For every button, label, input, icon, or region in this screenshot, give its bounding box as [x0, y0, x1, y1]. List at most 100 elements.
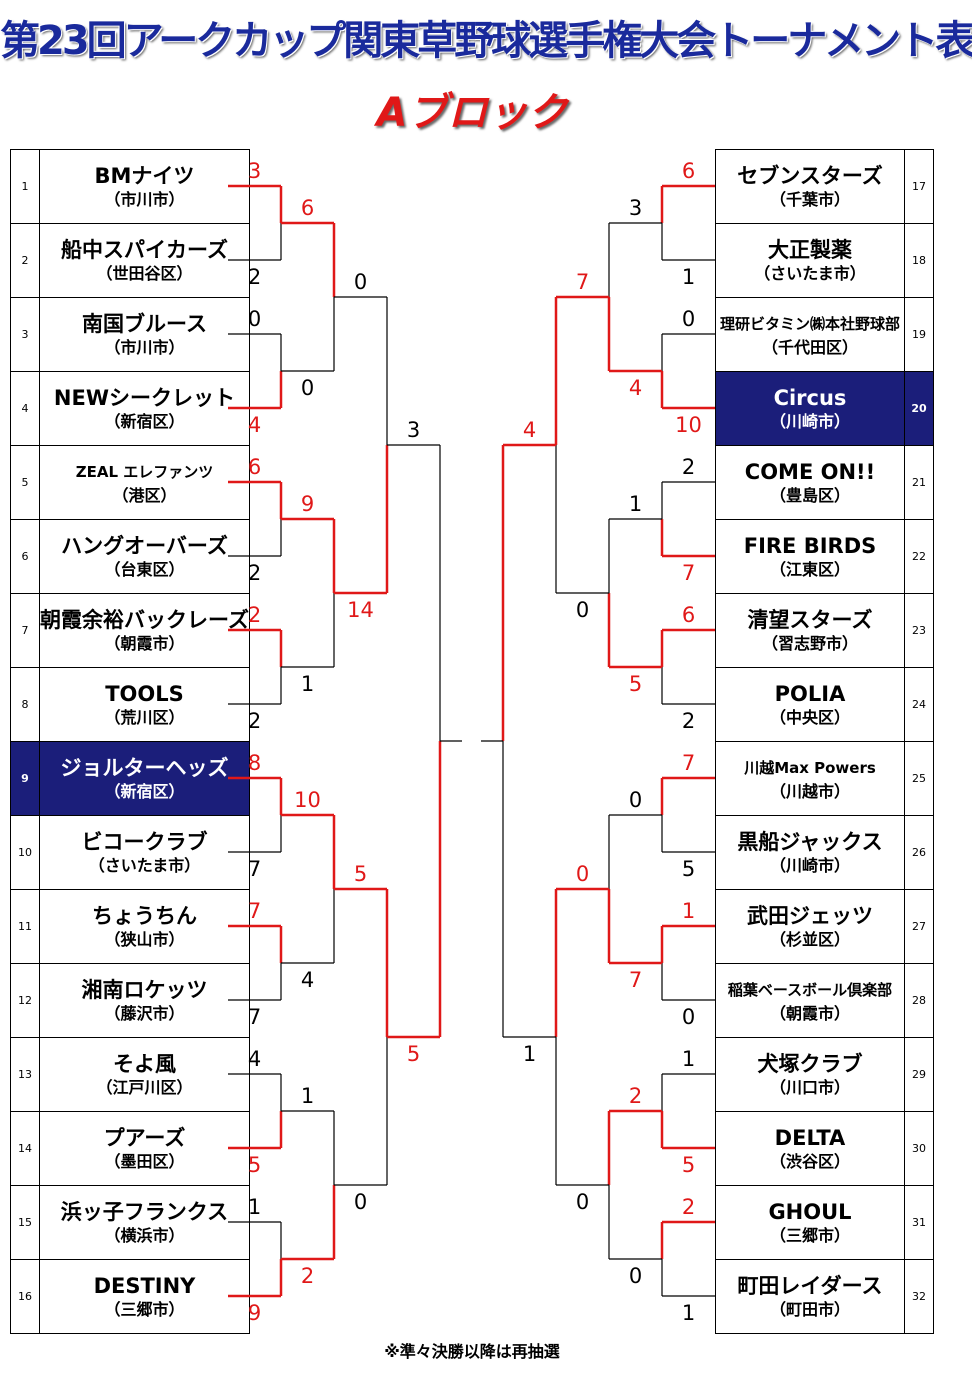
score-label: 4 [523, 418, 536, 442]
score-label: 1 [682, 265, 695, 289]
team-seed-number: 1 [10, 149, 40, 224]
score-label: 5 [682, 857, 695, 881]
team-cell: 船中スパイカーズ（世田谷区） [39, 223, 250, 298]
team-cell: 理研ビタミン㈱本社野球部 （千代田区） [715, 297, 905, 372]
team-name: 黒船ジャックス [737, 829, 883, 854]
score-label: 7 [248, 857, 261, 881]
team-city: （千代田区） [761, 337, 858, 357]
team-seed-number: 20 [904, 371, 934, 446]
team-city: （千葉市） [769, 189, 850, 209]
score-label: 5 [682, 1153, 695, 1177]
team-name: 朝霞余裕バックレーズ [40, 607, 249, 632]
team-seed-number: 14 [10, 1111, 40, 1186]
team-city: （さいたま市） [754, 263, 866, 283]
team-cell: セブンスターズ（千葉市） [715, 149, 905, 224]
score-label: 5 [407, 1042, 420, 1066]
team-city: （墨田区） [104, 1151, 185, 1171]
score-label: 3 [407, 418, 420, 442]
team-seed-number: 5 [10, 445, 40, 520]
score-label: 0 [682, 1005, 695, 1029]
team-city: （台東区） [104, 559, 185, 579]
team-name: 大正製薬 [768, 237, 852, 262]
score-label: 4 [301, 968, 314, 992]
team-name: ビコークラブ [81, 829, 208, 854]
team-seed-number: 15 [10, 1185, 40, 1260]
score-label: 10 [294, 788, 321, 812]
bracket-lines: 3204622287774519609110412014503561010276… [228, 159, 715, 1325]
team-city: （新宿区） [104, 411, 185, 431]
team-row: 大正製薬（さいたま市）18 [715, 223, 934, 298]
team-city: （新宿区） [104, 781, 185, 801]
team-row: 川越Max Powers（川越市）25 [715, 741, 934, 816]
team-cell: FIRE BIRDS（江東区） [715, 519, 905, 594]
team-row: POLIA（中央区）24 [715, 667, 934, 742]
team-name: 犬塚クラブ [757, 1051, 863, 1076]
team-row: 理研ビタミン㈱本社野球部（千代田区）19 [715, 297, 934, 372]
team-row: 武田ジェッツ（杉並区） 27 [715, 889, 934, 964]
score-label: 0 [354, 1190, 367, 1214]
team-cell: ZEAL エレファンツ（港区） [39, 445, 250, 520]
score-label: 0 [576, 1190, 589, 1214]
score-label: 0 [629, 788, 642, 812]
team-name: 清望スターズ [747, 607, 873, 632]
team-seed-number: 16 [10, 1259, 40, 1334]
score-label: 2 [248, 709, 261, 733]
score-label: 1 [301, 1084, 314, 1108]
team-cell: POLIA（中央区） [715, 667, 905, 742]
team-cell: 湘南ロケッツ（藤沢市） [39, 963, 250, 1038]
team-city: （市川市） [104, 337, 185, 357]
score-label: 2 [301, 1264, 314, 1288]
team-city: （杉並区） [769, 929, 850, 949]
team-cell: 町田レイダース（町田市） [715, 1259, 905, 1334]
score-label: 5 [354, 862, 367, 886]
team-cell: プアーズ（墨田区） [39, 1111, 250, 1186]
team-name: 南国ブルース [82, 311, 207, 336]
team-seed-number: 22 [904, 519, 934, 594]
score-label: 1 [682, 899, 695, 923]
score-label: 1 [301, 672, 314, 696]
team-seed-number: 11 [10, 889, 40, 964]
team-name: 武田ジェッツ [747, 903, 873, 928]
team-city: （朝霞市） [769, 1003, 850, 1023]
team-city: （藤沢市） [104, 1003, 185, 1023]
score-label: 14 [347, 598, 374, 622]
team-city: （町田市） [769, 1299, 850, 1319]
score-label: 3 [248, 159, 261, 183]
score-label: 0 [301, 376, 314, 400]
score-label: 1 [682, 1301, 695, 1325]
team-cell: NEWシークレット（新宿区） [39, 371, 250, 446]
team-seed-number: 27 [904, 889, 934, 964]
score-label: 7 [576, 270, 589, 294]
team-name: COME ON!! [744, 459, 876, 484]
team-city: （渋谷区） [769, 1151, 850, 1171]
team-name: TOOLS [105, 681, 184, 706]
team-name: 理研ビタミン㈱本社野球部 [719, 314, 900, 333]
team-seed-number: 4 [10, 371, 40, 446]
team-cell: TOOLS（荒川区） [39, 667, 250, 742]
team-cell: 朝霞余裕バックレーズ（朝霞市） [39, 593, 250, 668]
score-label: 6 [682, 159, 695, 183]
footnote: ※準々決勝以降は再抽選 [384, 1342, 560, 1361]
score-label: 2 [682, 455, 695, 479]
score-label: 1 [629, 492, 642, 516]
score-label: 0 [576, 862, 589, 886]
team-cell: DELTA（渋谷区） [715, 1111, 905, 1186]
team-city: （川崎市） [769, 411, 850, 431]
score-label: 2 [248, 265, 261, 289]
team-seed-number: 12 [10, 963, 40, 1038]
team-city: （さいたま市） [88, 855, 201, 875]
score-label: 8 [248, 751, 261, 775]
score-label: 6 [682, 603, 695, 627]
score-label: 4 [629, 376, 642, 400]
score-label: 1 [682, 1047, 695, 1071]
